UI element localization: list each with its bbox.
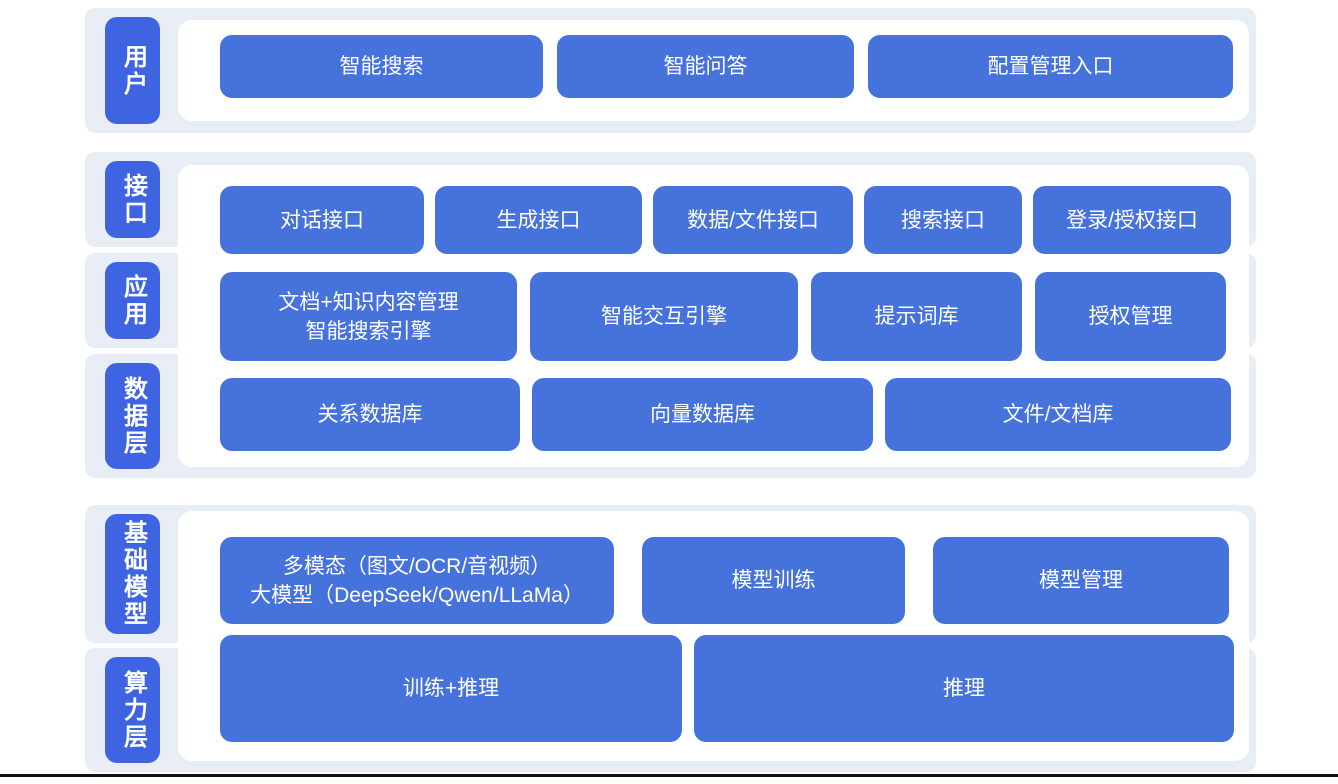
layer-label-text: 算力层: [119, 669, 147, 751]
block-intelligent-interaction-engine: 智能交互引擎: [530, 272, 798, 361]
block-training-plus-inference: 训练+推理: [220, 635, 682, 742]
block-smart-qa: 智能问答: [557, 35, 854, 98]
layer-label-text: 用户: [119, 43, 147, 98]
block-inference: 推理: [694, 635, 1234, 742]
layer-label-foundation-model: 基础模型: [105, 514, 160, 634]
button-row: 文档+知识内容管理 智能搜索引擎智能交互引擎提示词库授权管理: [178, 272, 1249, 361]
layer-label-user: 用户: [105, 17, 160, 124]
block-model-training: 模型训练: [642, 537, 905, 624]
block-multimodal-large-model: 多模态（图文/OCR/音视频） 大模型（DeepSeek/Qwen/LLaMa）: [220, 537, 614, 624]
block-generation-api: 生成接口: [435, 186, 642, 254]
layer-label-text: 基础模型: [119, 520, 147, 628]
block-vector-database: 向量数据库: [532, 378, 873, 451]
button-row: 多模态（图文/OCR/音视频） 大模型（DeepSeek/Qwen/LLaMa）…: [178, 537, 1249, 624]
button-row: 关系数据库向量数据库文件/文档库: [178, 378, 1249, 451]
block-config-management-entry: 配置管理入口: [868, 35, 1233, 98]
button-row: 智能搜索智能问答配置管理入口: [178, 35, 1249, 98]
block-login-auth-api: 登录/授权接口: [1033, 186, 1231, 254]
block-doc-knowledge-search-engine: 文档+知识内容管理 智能搜索引擎: [220, 272, 517, 361]
layer-label-text: 数据层: [119, 375, 147, 457]
button-row: 训练+推理推理: [178, 635, 1249, 742]
block-prompt-library: 提示词库: [811, 272, 1022, 361]
layer-label-compute-layer: 算力层: [105, 657, 160, 763]
block-search-api: 搜索接口: [864, 186, 1022, 254]
layer-label-interface: 接口: [105, 161, 160, 238]
layer-label-text: 接口: [119, 172, 147, 227]
window-bottom-border: [0, 774, 1338, 777]
block-data-file-api: 数据/文件接口: [653, 186, 853, 254]
block-model-management: 模型管理: [933, 537, 1229, 624]
block-file-document-store: 文件/文档库: [885, 378, 1231, 451]
block-smart-search: 智能搜索: [220, 35, 543, 98]
layer-label-text: 应用: [119, 273, 147, 328]
layer-label-data-layer: 数据层: [105, 363, 160, 469]
layer-label-application: 应用: [105, 262, 160, 339]
block-relational-database: 关系数据库: [220, 378, 520, 451]
button-row: 对话接口生成接口数据/文件接口搜索接口登录/授权接口: [178, 186, 1249, 254]
block-dialog-api: 对话接口: [220, 186, 424, 254]
block-authorization-management: 授权管理: [1035, 272, 1226, 361]
